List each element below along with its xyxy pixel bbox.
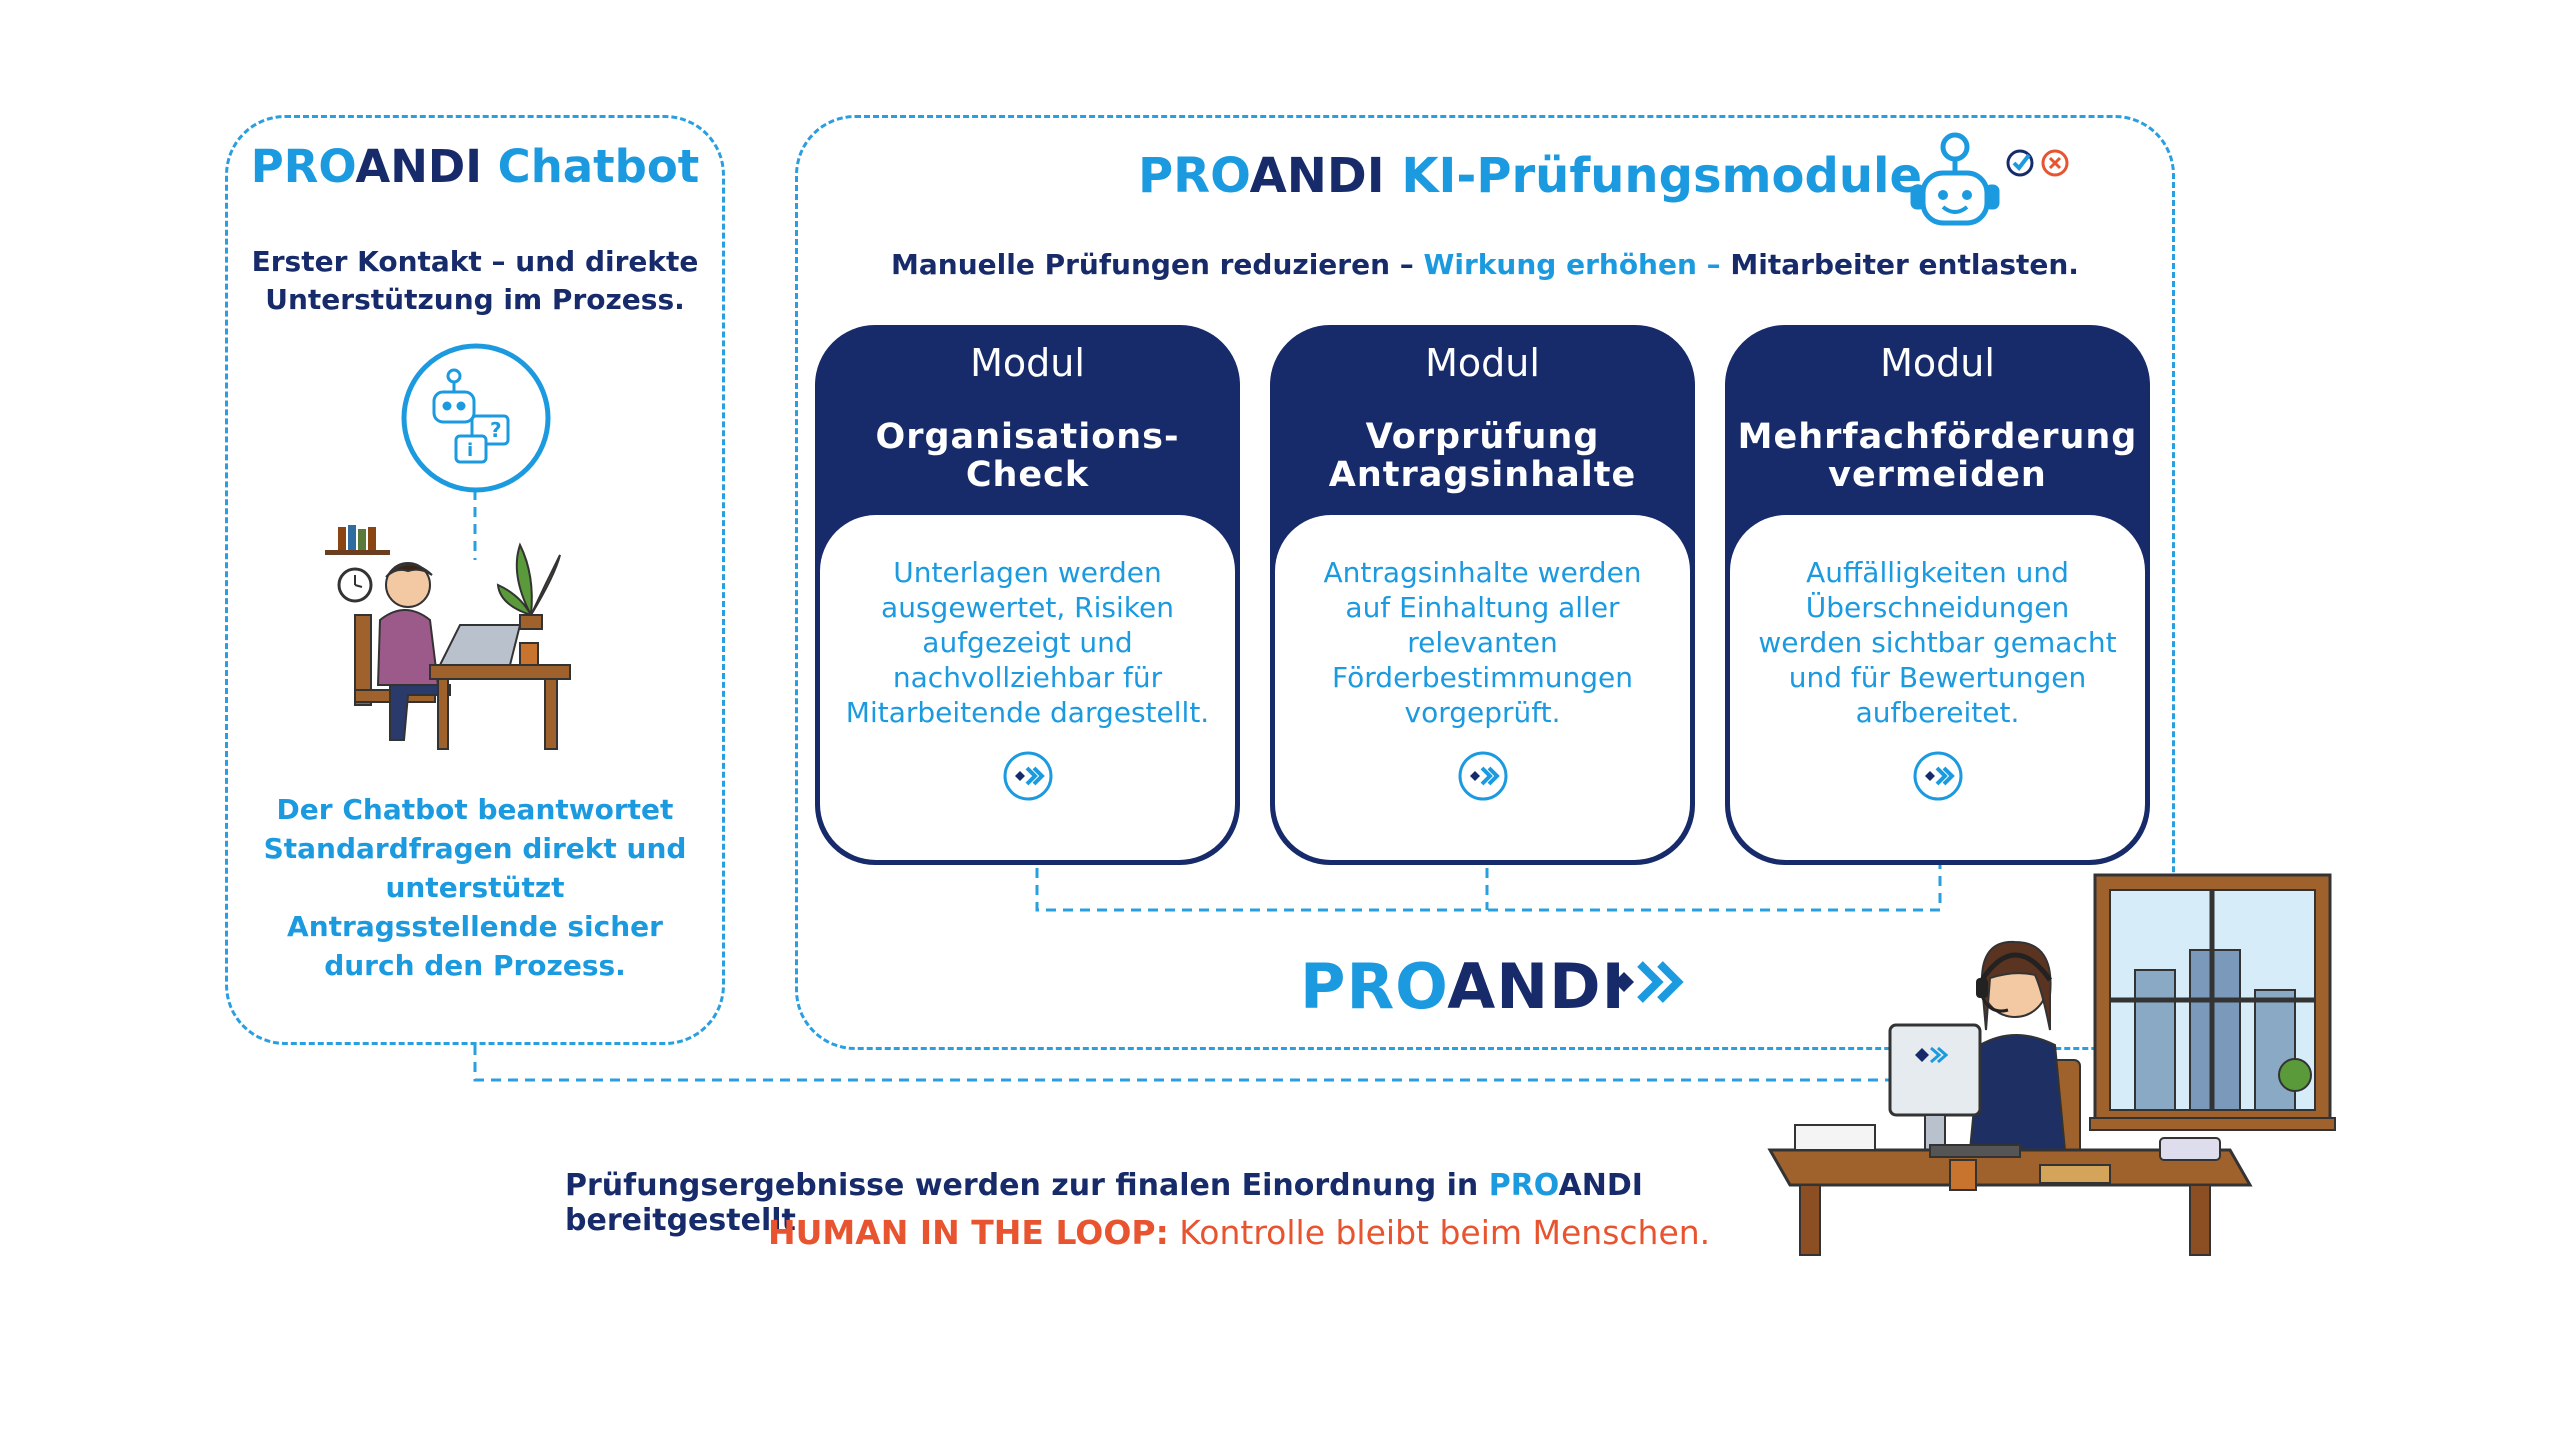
- module-kicker: Modul: [1880, 341, 1995, 385]
- chatbot-subtitle-line2: Unterstützung im Prozess.: [265, 283, 685, 316]
- subtitle-part: Mitarbeiter entlasten.: [1730, 248, 2079, 281]
- title-rest: Chatbot: [482, 140, 700, 193]
- chatbot-desc-line: Standardfragen direkt und: [263, 832, 687, 865]
- chatbot-panel: [225, 115, 725, 1045]
- svg-text:?: ?: [490, 418, 502, 442]
- title-pro: PRO: [1137, 148, 1250, 204]
- chatbot-desc-line: unterstützt: [385, 871, 565, 904]
- modules-subtitle: Manuelle Prüfungen reduzieren – Wirkung …: [830, 248, 2140, 281]
- title-pro: PRO: [250, 140, 356, 193]
- chatbot-description: Der Chatbot beantwortet Standardfragen d…: [245, 790, 705, 985]
- module-kicker: Modul: [1425, 341, 1540, 385]
- proandi-logo: PROANDI: [1300, 950, 1626, 1023]
- module-text: Antragsinhalte werden auf Einhaltung all…: [1323, 556, 1642, 729]
- modules-title: PROANDI KI-Prüfungsmodule: [1060, 148, 2000, 204]
- module-text: Unterlagen werden ausgewertet, Risiken a…: [845, 556, 1210, 729]
- footer-text: Kontrolle bleibt beim Menschen.: [1168, 1213, 1711, 1252]
- module-card-mehrfachfoerderung: Modul Mehrfachförderung vermeiden Auffäl…: [1725, 325, 2150, 865]
- human-in-the-loop-label: HUMAN IN THE LOOP:: [768, 1213, 1169, 1252]
- chatbot-subtitle: Erster Kontakt – und direkte Unterstützu…: [245, 243, 705, 319]
- robot-chat-icon: ? i: [401, 343, 551, 493]
- modules-panel: [795, 115, 2175, 1050]
- logo-pro: PRO: [1300, 950, 1448, 1023]
- footer-line2: HUMAN IN THE LOOP: Kontrolle bleibt beim…: [768, 1213, 1968, 1252]
- agent-desk-illustration: [1767, 873, 2336, 1256]
- footer-andi: ANDI: [1558, 1168, 1643, 1203]
- footer-text: bereitgestellt.: [565, 1203, 808, 1238]
- module-kicker: Modul: [970, 341, 1085, 385]
- subtitle-part-highlight: Wirkung erhöhen –: [1423, 248, 1731, 281]
- chatbot-desc-line: Der Chatbot beantwortet: [276, 793, 674, 826]
- chatbot-subtitle-line1: Erster Kontakt – und direkte: [251, 245, 699, 278]
- footer-text: Prüfungsergebnisse werden zur finalen Ei…: [565, 1168, 1489, 1203]
- logo-chevron-icon: [1614, 961, 1684, 1003]
- title-andi: ANDI: [1249, 148, 1385, 204]
- module-title: Vorprüfung Antragsinhalte: [1328, 417, 1637, 495]
- title-andi: ANDI: [355, 140, 483, 193]
- arrow-chevron-icon: [1913, 751, 1962, 801]
- module-card-vorpruefung: Modul Vorprüfung Antragsinhalte Antragsi…: [1270, 325, 1695, 865]
- robot-check-icon: [1910, 132, 2069, 226]
- title-rest: KI-Prüfungsmodule: [1384, 148, 1923, 204]
- arrow-chevron-icon: [1458, 751, 1507, 801]
- subtitle-part: Manuelle Prüfungen reduzieren –: [891, 248, 1424, 281]
- arrow-chevron-icon: [1003, 751, 1052, 801]
- module-card-organisations-check: Modul Organisations- Check Unterlagen we…: [815, 325, 1240, 865]
- module-text: Auffälligkeiten und Überschneidungen wer…: [1758, 556, 2117, 729]
- module-body: Auffälligkeiten und Überschneidungen wer…: [1730, 515, 2145, 860]
- chatbot-desc-line: durch den Prozess.: [324, 949, 626, 982]
- person-laptop-illustration: [325, 525, 571, 750]
- module-body: Unterlagen werden ausgewertet, Risiken a…: [820, 515, 1235, 860]
- svg-text:i: i: [467, 440, 473, 461]
- chatbot-desc-line: Antragsstellende sicher: [287, 910, 663, 943]
- logo-andi: ANDI: [1447, 950, 1626, 1023]
- footer-line1: Prüfungsergebnisse werden zur finalen Ei…: [565, 1168, 1765, 1238]
- module-title: Organisations- Check: [875, 417, 1180, 495]
- module-body: Antragsinhalte werden auf Einhaltung all…: [1275, 515, 1690, 860]
- module-title: Mehrfachförderung vermeiden: [1737, 417, 2138, 495]
- chatbot-to-modules-connector: [473, 1045, 1892, 1082]
- footer-pro: PRO: [1488, 1168, 1559, 1203]
- chatbot-title: PROANDI Chatbot: [225, 140, 725, 193]
